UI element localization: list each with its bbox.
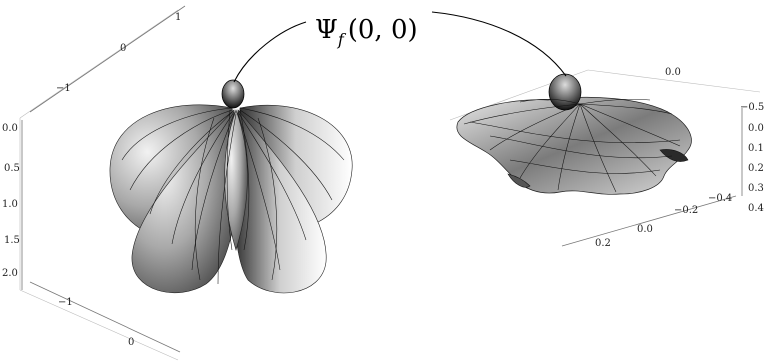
- annotation-label: Ψf(0, 0): [315, 15, 418, 49]
- tick-label: 1.0: [2, 199, 18, 210]
- tick-label: 0.3: [748, 183, 764, 194]
- tick-label: 0.0: [637, 224, 653, 235]
- tick-label: 0.0: [748, 123, 764, 134]
- mesh-lines: [463, 98, 681, 193]
- tick-label: −1: [58, 297, 73, 308]
- left-top-axis: [29, 5, 186, 113]
- tick-label: 1: [175, 12, 181, 23]
- tick-label: 0.0: [2, 123, 18, 134]
- left-bottom-ticks: −1 0: [58, 297, 134, 348]
- tick-label: −0.4: [708, 193, 732, 204]
- left-surface: [109, 79, 353, 294]
- surface-skirt: [456, 96, 692, 195]
- tick-label: 2.0: [2, 268, 18, 279]
- right-near-axis: [561, 195, 737, 247]
- tick-label: −0.2: [674, 205, 698, 216]
- tick-label: 0.5: [4, 163, 20, 174]
- right-far-ticks: 0.0: [665, 67, 681, 78]
- annotation-subscript: f: [337, 30, 347, 49]
- left-vertical-ticks: 0.0 0.5 1.0 1.5 2.0: [2, 123, 20, 279]
- tick-label: −0.5: [740, 102, 764, 113]
- annotation-args: (0, 0): [348, 15, 418, 45]
- surface-fold: [659, 149, 689, 162]
- tick-label: −1: [56, 83, 71, 94]
- tick-label: 1.5: [4, 235, 20, 246]
- right-near-ticks: 0.2 0.0 −0.2 −0.4: [595, 193, 732, 249]
- left-plot-box: [19, 5, 186, 361]
- tick-label: 0.4: [748, 203, 764, 214]
- mesh-lines: [121, 107, 345, 285]
- left-bottom-axis: [29, 281, 181, 353]
- tick-label: 0.2: [748, 163, 764, 174]
- annotation-symbol: Ψ: [315, 15, 338, 45]
- right-surface: [456, 73, 692, 195]
- leader-line-right: [431, 11, 567, 77]
- surface-cap: [221, 79, 245, 109]
- leader-line-left: [233, 21, 307, 83]
- tick-label: 0: [120, 43, 126, 54]
- tick-label: 0.0: [665, 67, 681, 78]
- tick-label: 0.2: [595, 238, 611, 249]
- right-side-ticks: −0.5 0.0 0.1 0.2 0.3 0.4: [740, 102, 764, 214]
- annotation: Ψf(0, 0): [233, 11, 567, 83]
- tick-label: 0: [128, 337, 134, 348]
- surface-fold: [507, 173, 531, 188]
- surface-lobe: [224, 109, 248, 252]
- tick-label: 0.1: [748, 143, 764, 154]
- left-top-ticks: 1 0 −1: [56, 12, 181, 94]
